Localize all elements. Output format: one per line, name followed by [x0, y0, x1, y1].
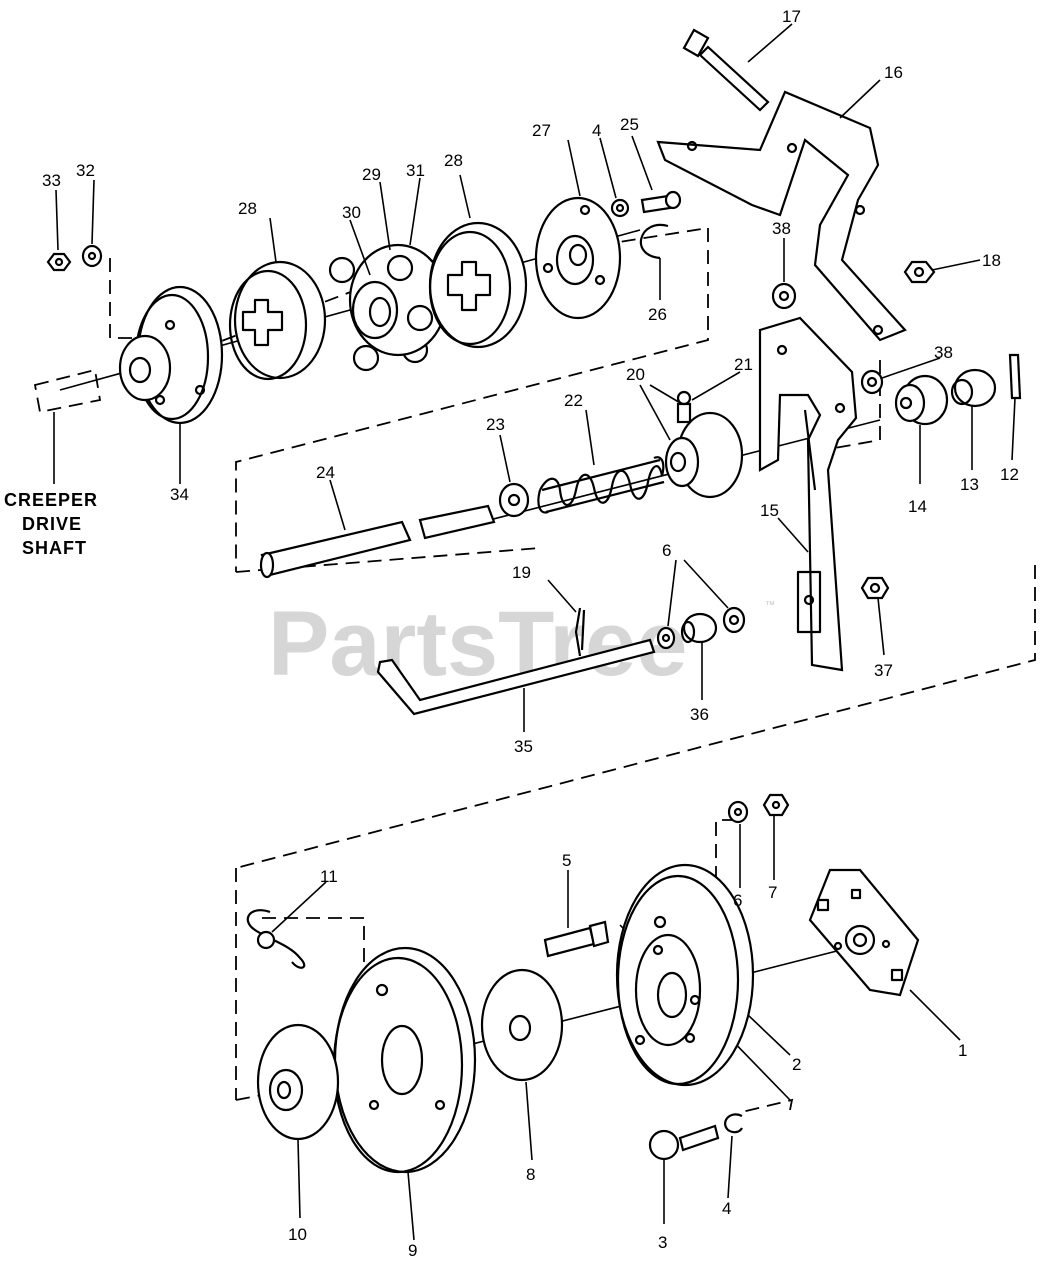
- label-shaft: SHAFT: [22, 538, 87, 558]
- callout-10: 10: [288, 1225, 307, 1244]
- callout-8: 8: [526, 1165, 535, 1184]
- callout-19: 19: [512, 563, 531, 582]
- part-37-nut: [860, 576, 890, 600]
- callout-5: 5: [562, 851, 571, 870]
- callout-35: 35: [514, 737, 533, 756]
- part-18-nut: [903, 260, 936, 284]
- callout-1: 1: [958, 1041, 967, 1060]
- callout-28-right: 28: [444, 151, 463, 170]
- callout-25: 25: [620, 115, 639, 134]
- callout-3: 3: [658, 1233, 667, 1252]
- callout-37: 37: [874, 661, 893, 680]
- part-35-rod: [376, 638, 656, 716]
- part-1-plate: [808, 868, 920, 997]
- callout-38-lower: 38: [934, 343, 953, 362]
- watermark-trademark: ™: [765, 600, 775, 611]
- label-drive: DRIVE: [22, 514, 82, 534]
- part-25-screw: [640, 190, 682, 214]
- part-26-clip: [639, 223, 669, 260]
- callout-4-lower: 4: [722, 1199, 731, 1218]
- callout-20: 20: [626, 365, 645, 384]
- callout-38-upper: 38: [772, 219, 791, 238]
- callout-numbers: 17 16 18 27 4 25 28 31 29 30 28 32 33 26…: [42, 7, 1019, 1260]
- callout-6-upper: 6: [662, 541, 671, 560]
- callout-16: 16: [884, 63, 903, 82]
- callout-12: 12: [1000, 465, 1019, 484]
- callout-18: 18: [982, 251, 1001, 270]
- part-23-washer: [498, 482, 530, 518]
- callout-9: 9: [408, 1241, 417, 1260]
- part-6-washer-left: [656, 626, 676, 650]
- callout-leaders: [53, 23, 1016, 1241]
- callout-30: 30: [342, 203, 361, 222]
- part-20-pulley: [664, 411, 744, 499]
- label-creeper: CREEPER: [4, 490, 98, 510]
- callout-21: 21: [734, 355, 753, 374]
- callout-15: 15: [760, 501, 779, 520]
- creeper-drive-shaft-label: CREEPER DRIVE SHAFT: [4, 490, 98, 558]
- part-21-grease-fitting: [676, 390, 692, 424]
- callout-23: 23: [486, 415, 505, 434]
- creeper-drive-shaft-outline: [33, 368, 102, 414]
- callout-6-lower: 6: [733, 891, 742, 910]
- callout-29: 29: [362, 165, 381, 184]
- callout-24: 24: [316, 463, 335, 482]
- part-38-spacer-lower: [860, 369, 884, 395]
- callout-32: 32: [76, 161, 95, 180]
- part-30-spider: [348, 243, 448, 357]
- part-10-disc: [256, 1023, 340, 1141]
- callout-11: 11: [320, 867, 338, 886]
- callout-22: 22: [564, 391, 583, 410]
- part-5-stud: [543, 920, 610, 958]
- part-24-shaft: [259, 504, 496, 579]
- part-38-spacer-upper: [771, 282, 797, 310]
- part-9-disc: [332, 946, 477, 1174]
- part-6-washer-lower: [727, 800, 749, 824]
- part-15-arm: [758, 316, 858, 672]
- callout-28-left: 28: [238, 199, 257, 218]
- part-14-roller: [894, 374, 949, 426]
- part-4-clip-lower: [724, 1113, 743, 1134]
- callout-26: 26: [648, 305, 667, 324]
- part-13-spring: [950, 368, 997, 408]
- callout-17: 17: [782, 7, 801, 26]
- part-34-hub-flange: [118, 285, 224, 425]
- part-36-spring: [680, 612, 718, 644]
- part-7-nut: [762, 793, 790, 817]
- part-4-washer: [610, 198, 630, 218]
- part-22-spring: [537, 456, 665, 514]
- part-28-left-coupler: [228, 260, 327, 381]
- callout-36: 36: [690, 705, 709, 724]
- callout-4-upper: 4: [592, 121, 601, 140]
- part-2-disc: [615, 863, 755, 1087]
- callout-31: 31: [406, 161, 425, 180]
- part-12-pin: [1008, 353, 1022, 400]
- part-3-bolt: [648, 1124, 720, 1161]
- callout-27: 27: [532, 121, 551, 140]
- part-32-washer: [81, 244, 103, 268]
- part-27-flange: [534, 196, 622, 320]
- callout-33: 33: [42, 171, 61, 190]
- part-28-right-coupler: [428, 221, 528, 349]
- callout-34: 34: [170, 485, 189, 504]
- part-33-nut: [46, 252, 72, 272]
- callout-2: 2: [792, 1055, 801, 1074]
- part-17-bolt: [682, 28, 770, 112]
- part-11-spring-clip: [246, 909, 306, 969]
- part-8-disc: [480, 968, 564, 1082]
- watermark: PartsTree: [268, 593, 687, 695]
- part-6-washer-right: [722, 606, 746, 634]
- callout-13: 13: [960, 475, 979, 494]
- callout-14: 14: [908, 497, 927, 516]
- part-19-cotter-pin: [574, 607, 586, 657]
- callout-7: 7: [768, 883, 777, 902]
